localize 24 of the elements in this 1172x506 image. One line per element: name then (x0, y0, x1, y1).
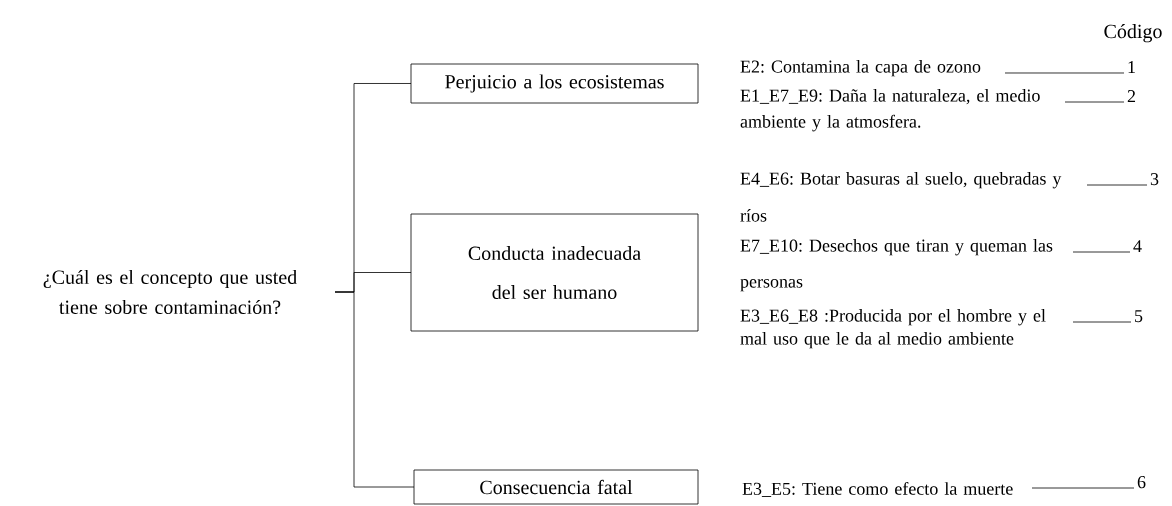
code-number: 3 (1150, 173, 1159, 186)
statement-text: E2: Contamina la capa de ozono (740, 60, 981, 77)
category-box: Perjuicio a los ecosistemas (410, 63, 699, 104)
code-number: 1 (1128, 61, 1135, 73)
bracket-line (334, 291, 415, 488)
fill-line (1072, 251, 1131, 253)
fill-line (1031, 487, 1135, 489)
category-box: Consecuencia fatal (413, 469, 699, 505)
code-number: 6 (1137, 476, 1146, 489)
statement-text: E3_E6_E8 :Producida por el hombre y el mal uso que le da al medio ambiente (740, 309, 1046, 349)
statement-text: E1_E7_E9: Daña la naturaleza, el medio ambiente y la atmosfera. (740, 89, 1040, 132)
statement-text: E3_E5: Tiene como efecto la muerte (742, 482, 1013, 497)
statement-text: E4_E6: Botar basuras al suelo, quebradas y ríos (740, 172, 1062, 222)
fill-line (1086, 184, 1148, 186)
fill-line (1072, 321, 1132, 323)
statement-text: E7_E10: Desechos que tiran y queman las personas (740, 239, 1053, 292)
fill-line (1064, 101, 1125, 103)
fill-line (1004, 72, 1125, 74)
question-text: ¿Cuál es el concepto que usted tiene sobre contaminación? (43, 269, 297, 315)
code-number: 2 (1127, 90, 1136, 102)
category-box: Conducta inadecuada del ser humano (410, 213, 699, 332)
code-number: 5 (1135, 310, 1143, 323)
column-heading: Código (1104, 24, 1162, 43)
code-number: 4 (1133, 240, 1142, 252)
